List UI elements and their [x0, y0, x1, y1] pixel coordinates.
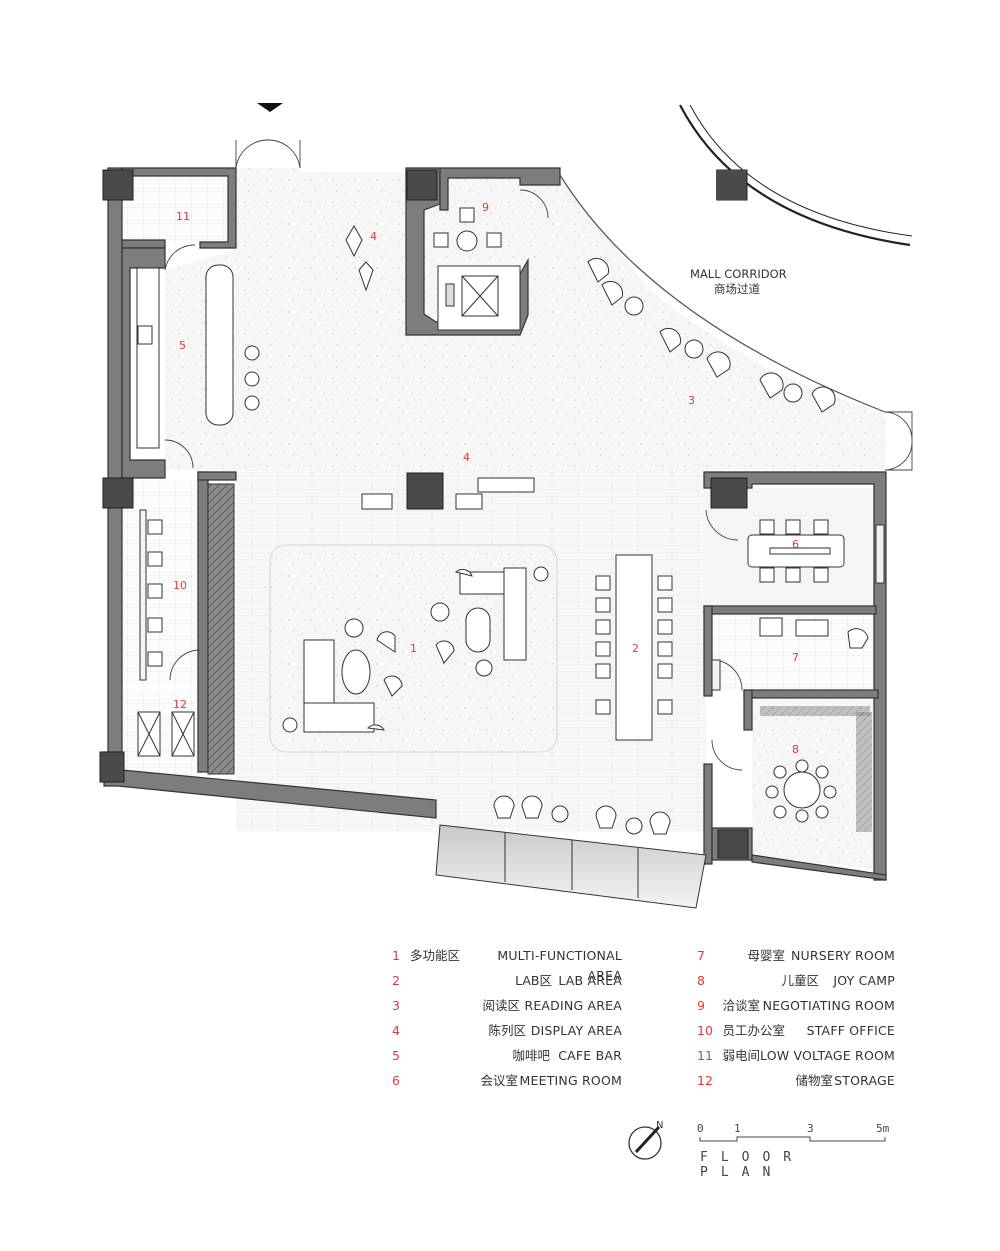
- legend-number: 9: [697, 998, 705, 1013]
- legend-number: 4: [392, 1023, 400, 1038]
- legend-english: STORAGE: [834, 1073, 895, 1088]
- cafe-island: [205, 264, 234, 426]
- room-label: 8: [792, 743, 799, 756]
- legend-english: READING AREA: [524, 998, 622, 1013]
- legend-chinese: 儿童区: [781, 973, 819, 988]
- scale-tick-label: 3: [807, 1122, 814, 1135]
- legend-number: 2: [392, 973, 400, 988]
- legend-item: 10 员工办公室 STAFF OFFICE: [685, 1021, 897, 1041]
- room-label: 3: [688, 394, 695, 407]
- legend-english: MEETING ROOM: [519, 1073, 622, 1088]
- room-label: 12: [173, 698, 187, 711]
- room-label: 4: [463, 451, 470, 464]
- legend-english: NEGOTIATING ROOM: [762, 998, 895, 1013]
- cafe-bar-counter: [136, 267, 160, 449]
- legend-english: DISPLAY AREA: [530, 1023, 622, 1038]
- legend-english: NURSERY ROOM: [790, 948, 895, 963]
- storefront-glazing: [435, 824, 707, 909]
- staff-office-floor: [122, 480, 202, 685]
- room-label: 9: [482, 201, 489, 214]
- legend-english: LAB AREA: [558, 973, 622, 988]
- legend-chinese: 弱电间: [722, 1048, 760, 1063]
- legend-english: CAFE BAR: [558, 1048, 622, 1063]
- legend-item: 2 LAB区 LAB AREA: [380, 971, 630, 991]
- room-label: 1: [410, 642, 417, 655]
- room-label: 11: [176, 210, 190, 223]
- legend-item: 9 洽谈室 NEGOTIATING ROOM: [685, 996, 897, 1016]
- legend-item: 3 阅读区 READING AREA: [380, 996, 630, 1016]
- storage-floor: [122, 178, 232, 244]
- legend-chinese: 储物室: [795, 1073, 833, 1088]
- legend-item: 12 储物室 STORAGE: [685, 1071, 897, 1091]
- legend-item: 11 弱电间 LOW VOLTAGE ROOM: [685, 1046, 897, 1066]
- display-bookshelf: [207, 483, 235, 775]
- legend-number: 8: [697, 973, 705, 988]
- legend-english: STAFF OFFICE: [806, 1023, 895, 1038]
- room-label: 4: [370, 230, 377, 243]
- scale-bar: [699, 1136, 886, 1142]
- legend-chinese: 陈列区: [488, 1023, 526, 1038]
- scale-tick-label: 0: [697, 1122, 704, 1135]
- legend-english: LOW VOLTAGE ROOM: [760, 1048, 896, 1063]
- legend-item: 4 陈列区 DISPLAY AREA: [380, 1021, 630, 1041]
- room-label: 2: [632, 642, 639, 655]
- entrance-arrow-icon: [257, 103, 283, 112]
- legend-number: 5: [392, 1048, 400, 1063]
- legend-number: 6: [392, 1073, 400, 1088]
- mall-column: [716, 170, 746, 200]
- legend-chinese: LAB区: [515, 973, 552, 988]
- legend-number: 10: [697, 1023, 713, 1038]
- mall-column-curve-inner: [689, 104, 913, 237]
- elevator-core: [437, 265, 521, 331]
- legend-number: 12: [697, 1073, 713, 1088]
- legend-chinese: 会议室: [480, 1073, 518, 1088]
- legend-chinese: 母婴室: [747, 948, 785, 963]
- mall-corridor-label-cn: 商场过道: [714, 282, 760, 296]
- mall-column-curve: [679, 104, 911, 247]
- furniture: [137, 207, 885, 835]
- legend-number: 7: [697, 948, 705, 963]
- floor-plan-title: FLOOR PLAN: [700, 1150, 805, 1180]
- legend-english: JOY CAMP: [833, 973, 895, 988]
- doors: [164, 139, 913, 771]
- cafe-sink: [137, 325, 153, 345]
- legend-chinese: 咖啡吧: [512, 1048, 550, 1063]
- scale-tick-label: 1: [734, 1122, 741, 1135]
- joy-camp-side-hatch: [856, 712, 872, 832]
- legend-number: 3: [392, 998, 400, 1013]
- mall-corridor-label-en: MALL CORRIDOR: [690, 267, 787, 281]
- legend-number: 11: [697, 1048, 713, 1063]
- reading-curve-edge: [559, 174, 886, 413]
- scale-tick-label: 5m: [876, 1122, 890, 1135]
- room-label: 5: [179, 339, 186, 352]
- north-arrow-icon: [628, 1125, 662, 1160]
- multi-functional-rug: [269, 544, 558, 753]
- legend-item: 1 多功能区 MULTI-FUNCTIONAL AREA: [380, 946, 630, 983]
- legend-item: 5 咖啡吧 CAFE BAR: [380, 1046, 630, 1066]
- legend-chinese: 洽谈室: [722, 998, 760, 1013]
- legend-item: 8 儿童区 JOY CAMP: [685, 971, 897, 991]
- legend-english: MULTI-FUNCTIONAL AREA: [497, 948, 622, 983]
- legend-number: 1: [392, 948, 400, 963]
- legend-chinese: 多功能区: [409, 948, 460, 963]
- north-label: N: [656, 1120, 663, 1131]
- legend-item: 7 母婴室 NURSERY ROOM: [685, 946, 897, 966]
- room-label: 7: [792, 651, 799, 664]
- room-label: 6: [792, 538, 799, 551]
- legend-chinese: 阅读区: [482, 998, 520, 1013]
- room-label: 10: [173, 579, 187, 592]
- joy-camp-top-hatch: [760, 706, 870, 716]
- legend-chinese: 员工办公室: [722, 1023, 785, 1038]
- legend-item: 6 会议室 MEETING ROOM: [380, 1071, 630, 1091]
